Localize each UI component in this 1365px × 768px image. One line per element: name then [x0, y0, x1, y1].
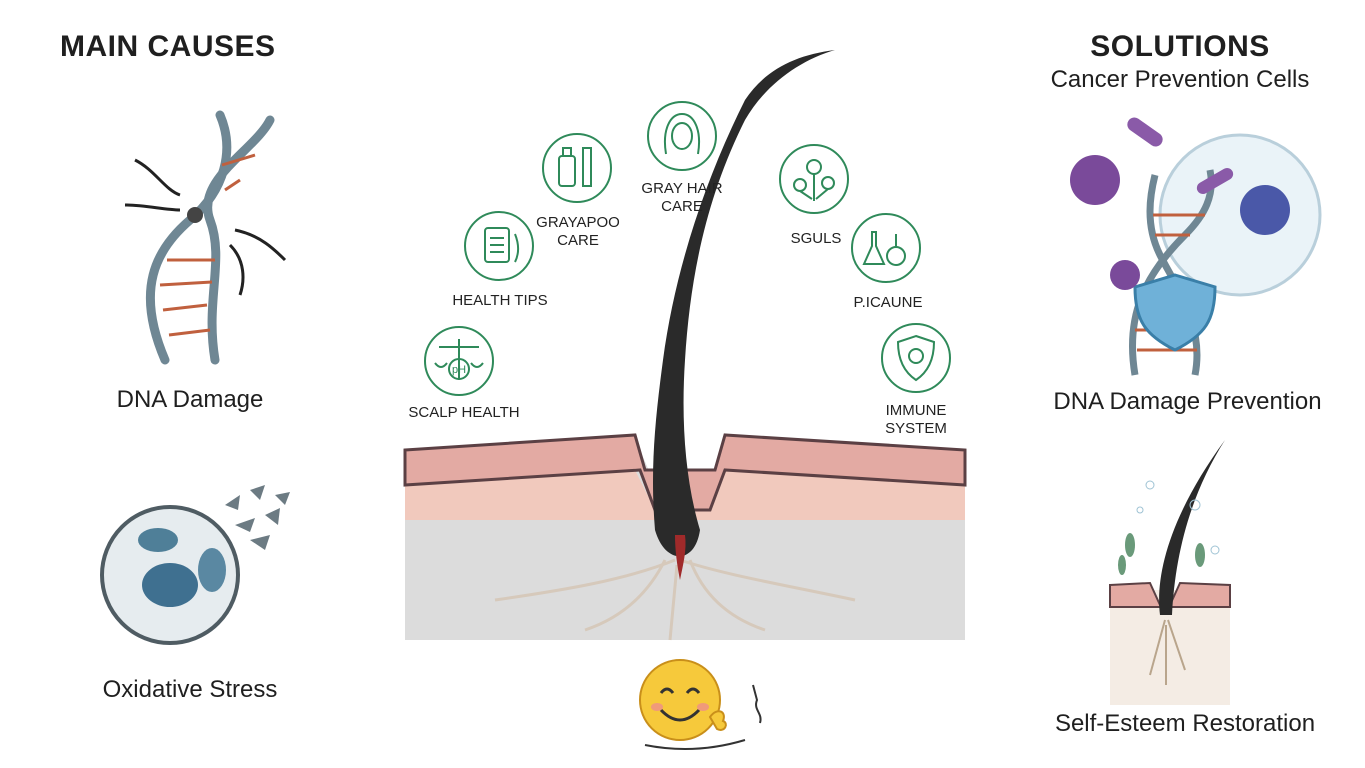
dna-broken-icon — [124, 110, 287, 365]
main-causes-heading: MAIN CAUSES — [60, 30, 276, 63]
hair-regrowth-icon — [1109, 440, 1231, 705]
topic-label-sguls: SGULS — [790, 230, 842, 247]
plant-cells-icon — [779, 144, 849, 214]
dna-shield-icon — [1070, 117, 1322, 376]
solutions-subheading: Cancer Prevention Cells — [1050, 66, 1310, 93]
solution-label-dna-damage-prevention: DNA Damage Prevention — [1053, 388, 1322, 415]
immune-shield-icon — [881, 323, 951, 393]
hair-follicle-cross-section — [403, 50, 967, 641]
topic-label-health-tips: HEALTH TIPS — [452, 292, 548, 309]
smiley-face-icon — [639, 659, 762, 750]
flask-icon — [851, 213, 921, 283]
topic-label-gray-hair-care: GRAY HAIR CARE — [641, 180, 723, 215]
cause-label-dna-damage: DNA Damage — [116, 386, 264, 413]
topic-label-picaune: P.ICAUNE — [853, 294, 923, 311]
woman-face-icon — [647, 101, 717, 171]
topic-label-immune-system: IMMUNE SYSTEM — [885, 402, 947, 437]
cell-oxidative-icon — [100, 485, 290, 645]
shampoo-comb-icon — [542, 133, 612, 203]
ph-scale-icon: pH — [424, 326, 494, 396]
solution-label-self-esteem-restoration: Self-Esteem Restoration — [1054, 710, 1316, 737]
topic-label-grayapoo-care: GRAYAPOO CARE — [536, 214, 620, 249]
topic-label-scalp-health: SCALP HEALTH — [408, 404, 520, 421]
solutions-heading: SOLUTIONS — [1090, 30, 1270, 63]
cause-label-oxidative-stress: Oxidative Stress — [102, 676, 278, 703]
clipboard-icon — [464, 211, 534, 281]
svg-text:pH: pH — [452, 364, 466, 376]
